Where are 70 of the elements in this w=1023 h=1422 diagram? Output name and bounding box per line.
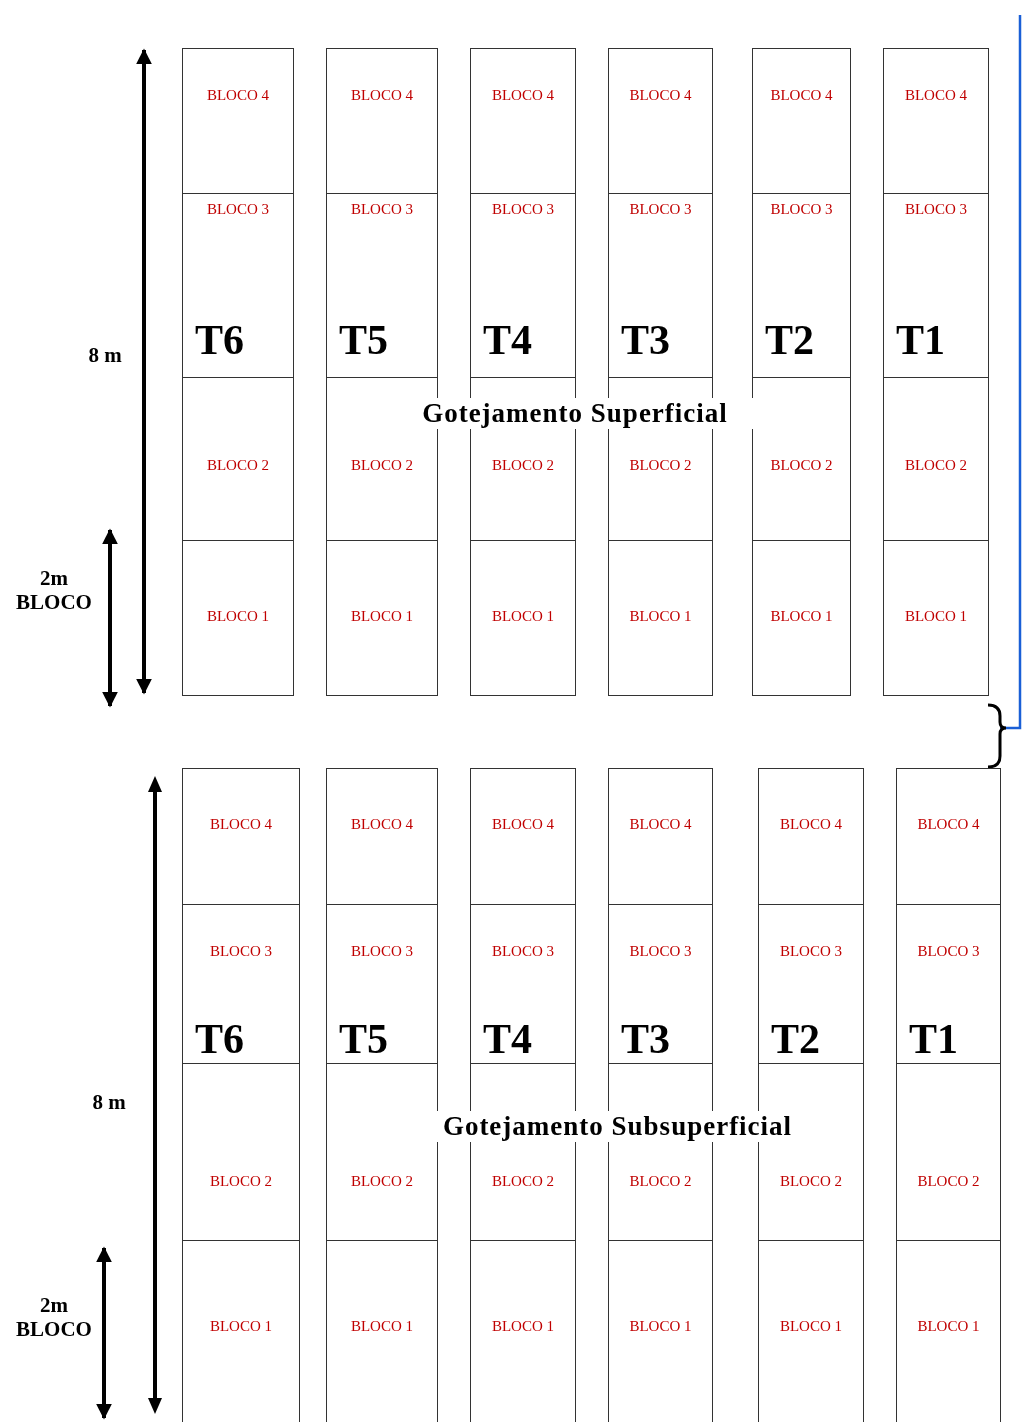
block-label: BLOCO 1: [205, 608, 271, 625]
block-label: BLOCO 3: [490, 943, 556, 960]
block-label: BLOCO 1: [903, 608, 969, 625]
block-label: BLOCO 2: [628, 1173, 693, 1190]
block-label: BLOCO 3: [778, 943, 844, 960]
block-label: BLOCO 4: [778, 816, 844, 833]
block-label: BLOCO 4: [916, 816, 981, 833]
block-label: BLOCO 1: [349, 1318, 415, 1335]
dimension-label: 8 m: [87, 343, 123, 368]
treatment-label: T3: [621, 319, 670, 361]
dimension-label: 8 m: [91, 1090, 127, 1115]
plot-column: [182, 48, 294, 696]
block-label: BLOCO 2: [490, 457, 556, 474]
block-label: BLOCO 3: [903, 201, 969, 218]
block-label: BLOCO 2: [208, 1173, 274, 1190]
treatment-label: T6: [195, 1018, 244, 1060]
block-label: BLOCO 4: [208, 816, 274, 833]
plot-column: [896, 768, 1001, 1422]
block-label: BLOCO 1: [628, 608, 693, 625]
block-label: BLOCO 2: [778, 1173, 844, 1190]
plot-column: [182, 768, 300, 1422]
block-label: BLOCO 1: [628, 1318, 693, 1335]
block-label: BLOCO 4: [903, 87, 969, 104]
plot-column: [326, 768, 438, 1422]
treatment-label: T3: [621, 1018, 670, 1060]
block-label: BLOCO 4: [490, 816, 556, 833]
block-label: BLOCO 3: [349, 943, 415, 960]
block-label: BLOCO 4: [349, 87, 415, 104]
block-label: BLOCO 2: [903, 457, 969, 474]
treatment-label: T1: [896, 319, 945, 361]
block-label: BLOCO 1: [778, 1318, 844, 1335]
block-label: BLOCO 3: [628, 943, 693, 960]
dimension-label: 2m BLOCO: [15, 1293, 93, 1342]
block-label: BLOCO 2: [205, 457, 271, 474]
treatment-label: T6: [195, 319, 244, 361]
treatment-label: T5: [339, 1018, 388, 1060]
block-label: BLOCO 1: [769, 608, 834, 625]
block-label: BLOCO 4: [769, 87, 834, 104]
block-label: BLOCO 3: [628, 201, 693, 218]
block-label: BLOCO 2: [490, 1173, 556, 1190]
block-label: BLOCO 1: [490, 1318, 556, 1335]
block-label: BLOCO 1: [208, 1318, 274, 1335]
treatment-label: T5: [339, 319, 388, 361]
block-label: BLOCO 1: [916, 1318, 981, 1335]
plot-column: [752, 48, 851, 696]
block-label: BLOCO 4: [628, 816, 693, 833]
treatment-label: T2: [765, 319, 814, 361]
block-label: BLOCO 2: [349, 457, 415, 474]
dimension-label: 2m BLOCO: [15, 566, 93, 615]
block-label: BLOCO 3: [349, 201, 415, 218]
block-label: BLOCO 4: [205, 87, 271, 104]
block-label: BLOCO 3: [490, 201, 556, 218]
block-label: BLOCO 3: [769, 201, 834, 218]
plot-column: [883, 48, 989, 696]
block-label: BLOCO 2: [916, 1173, 981, 1190]
block-label: BLOCO 4: [349, 816, 415, 833]
treatment-label: T2: [771, 1018, 820, 1060]
block-label: BLOCO 2: [349, 1173, 415, 1190]
treatment-label: T4: [483, 1018, 532, 1060]
block-label: BLOCO 1: [490, 608, 556, 625]
block-label: BLOCO 3: [205, 201, 271, 218]
block-label: BLOCO 4: [490, 87, 556, 104]
block-label: BLOCO 3: [916, 943, 981, 960]
block-label: BLOCO 2: [628, 457, 693, 474]
block-label: BLOCO 2: [769, 457, 834, 474]
treatment-label: T4: [483, 319, 532, 361]
block-label: BLOCO 4: [628, 87, 693, 104]
block-label: BLOCO 3: [208, 943, 274, 960]
treatment-label: T1: [909, 1018, 958, 1060]
block-label: BLOCO 1: [349, 608, 415, 625]
